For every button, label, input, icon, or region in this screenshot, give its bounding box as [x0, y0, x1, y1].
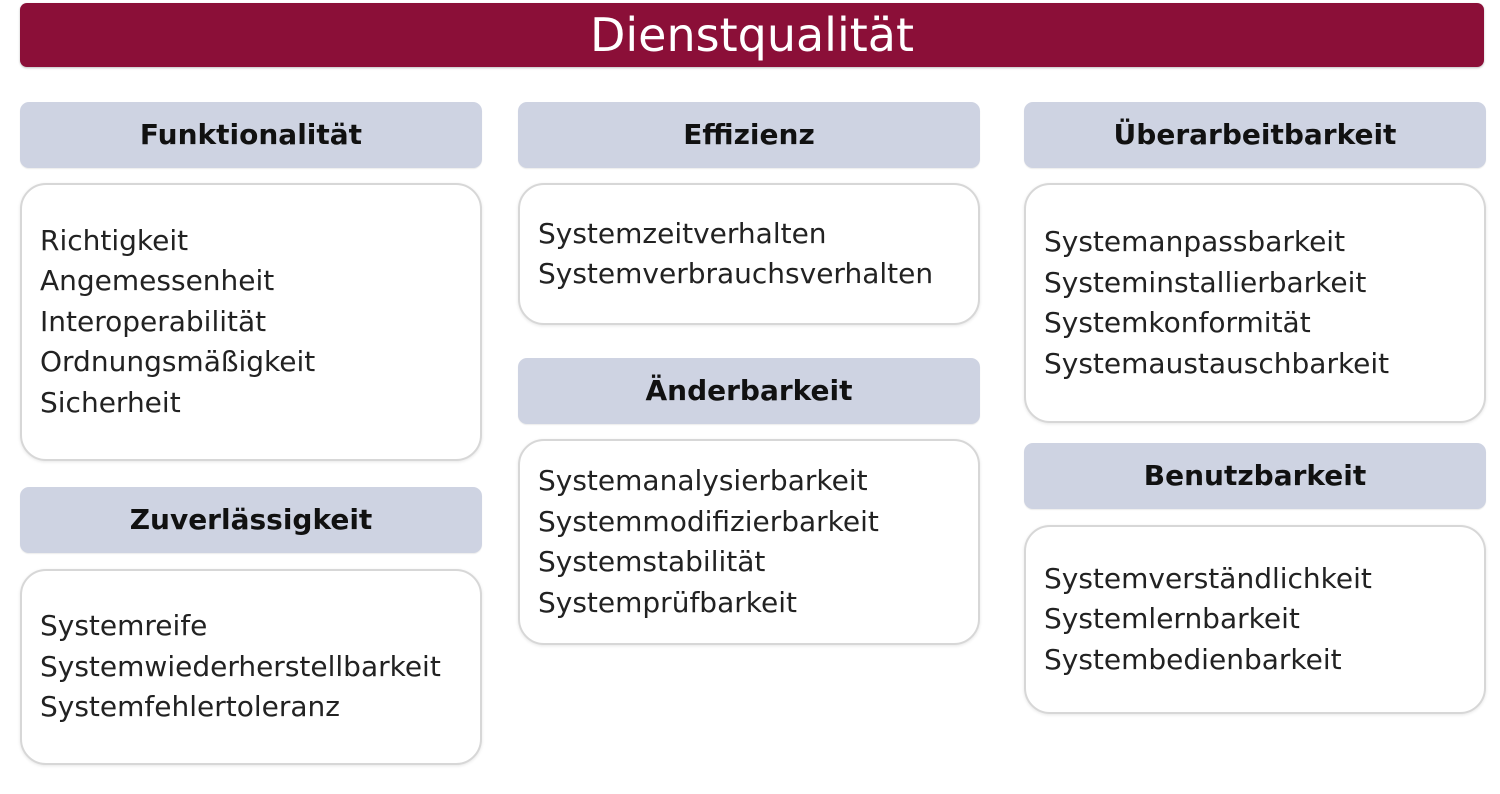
group-header-ueberarbeitbarkeit: Überarbeitbarkeit [1024, 102, 1486, 168]
group-header-benutzbarkeit: Benutzbarkeit [1024, 443, 1486, 509]
diagram-title: Dienstqualität [20, 3, 1484, 67]
group-box-effizienz: Systemzeitverhalten Systemverbrauchsverh… [518, 183, 980, 325]
list-item: Systemkonformität [1044, 306, 1311, 339]
group-header-zuverlaessigkeit: Zuverlässigkeit [20, 487, 482, 553]
list-item: Sicherheit [40, 385, 181, 419]
list-item: Systemzeitverhalten [538, 216, 827, 250]
group-box-funktionalitaet: Richtigkeit Angemessenheit Interoperabil… [20, 183, 482, 461]
list-item: Systemlernbarkeit [1044, 602, 1300, 636]
list-item: Systemanalysierbarkeit [538, 464, 868, 497]
group-box-zuverlaessigkeit: Systemreife Systemwiederherstellbarkeit … [20, 569, 482, 765]
group-header-effizienz: Effizienz [518, 102, 980, 168]
list-item: Systemaustauschbarkeit [1044, 346, 1390, 380]
list-item: Systemfehlertoleranz [40, 690, 340, 724]
list-item: Systemwiederherstellbarkeit [40, 649, 441, 683]
list-item: Systemanpassbarkeit [1044, 225, 1346, 258]
list-item: Systembedienbarkeit [1044, 642, 1342, 676]
list-item: Systemreife [40, 609, 208, 643]
group-box-aenderbarkeit: Systemanalysierbarkeit Systemmodifizierb… [518, 439, 980, 645]
list-item: Ordnungsmäßigkeit [40, 345, 316, 379]
list-item: Angemessenheit [40, 264, 275, 298]
list-item: Systemprüfbarkeit [538, 585, 797, 619]
list-item: Interoperabilität [40, 304, 267, 338]
list-item: Richtigkeit [40, 223, 189, 257]
list-item: Systemverbrauchsverhalten [538, 257, 934, 290]
group-header-funktionalitaet: Funktionalität [20, 102, 482, 168]
list-item: Systemstabilität [538, 545, 766, 578]
group-box-ueberarbeitbarkeit: Systemanpassbarkeit Systeminstallierbark… [1024, 183, 1486, 423]
group-header-aenderbarkeit: Änderbarkeit [518, 358, 980, 424]
list-item: Systemverständlichkeit [1044, 561, 1372, 595]
list-item: Systeminstallierbarkeit [1044, 265, 1367, 299]
list-item: Systemmodifizierbarkeit [538, 504, 879, 538]
group-box-benutzbarkeit: Systemverständlichkeit Systemlernbarkeit… [1024, 525, 1486, 714]
